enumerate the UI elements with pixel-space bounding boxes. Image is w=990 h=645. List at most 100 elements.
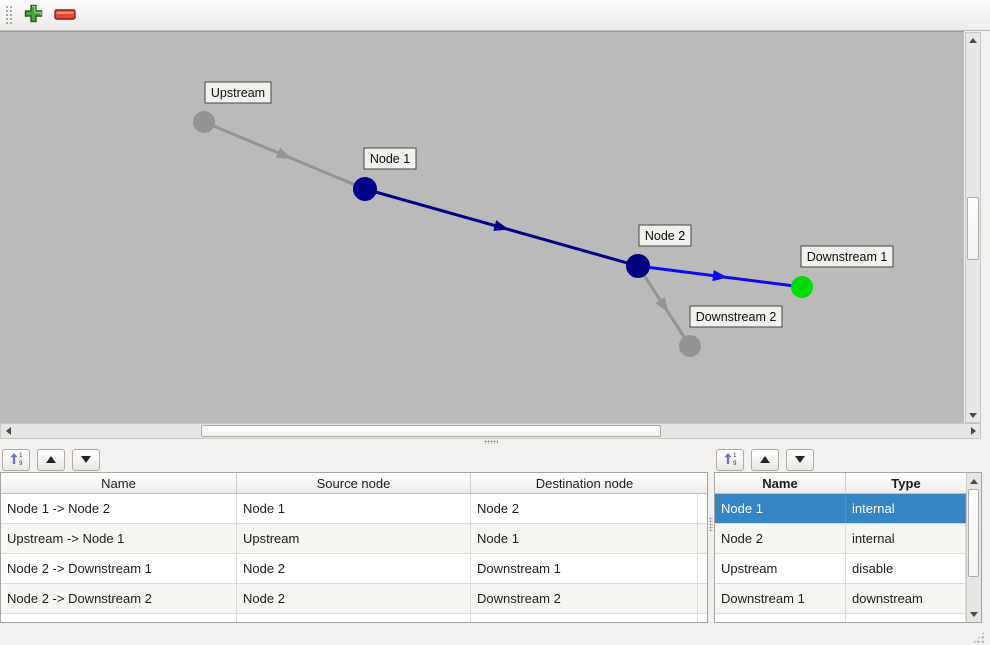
edge-arrow-icon (712, 270, 728, 282)
graph-node-downstream1[interactable] (791, 276, 813, 298)
window-resize-grip[interactable] (972, 631, 985, 644)
vertical-splitter[interactable] (708, 445, 714, 625)
cell-destination[interactable]: Node 1 (471, 524, 698, 553)
up-arrow-icon (760, 456, 770, 463)
graph-horizontal-scrollbar[interactable] (0, 423, 981, 439)
bottom-panel: 1 9 Name Source node Destination node No… (0, 445, 990, 625)
status-strip (0, 625, 990, 645)
edges-table: Name Source node Destination node Node 1… (0, 472, 708, 623)
edges-move-up-button[interactable] (37, 448, 65, 471)
column-header-destination-node[interactable]: Destination node (535, 475, 634, 491)
graph-node-label: Node 1 (370, 152, 410, 166)
plus-icon (24, 4, 43, 26)
cell-name[interactable]: Downstream 1 (715, 584, 846, 613)
table-row[interactable]: Upstream -> Node 1 Upstream Node 1 (1, 524, 707, 554)
edges-pane: 1 9 Name Source node Destination node No… (0, 445, 708, 625)
nodes-move-down-button[interactable] (786, 448, 814, 471)
horizontal-scrollbar-thumb[interactable] (201, 425, 661, 437)
table-row-selected[interactable]: Node 1 internal (715, 494, 981, 524)
vertical-scrollbar-thumb[interactable] (967, 197, 979, 260)
graph-node-node1[interactable] (353, 177, 377, 201)
remove-button[interactable] (52, 2, 78, 28)
cell-source[interactable]: Node 2 (237, 554, 471, 583)
table-row[interactable]: Node 2 -> Downstream 2 Node 2 Downstream… (1, 584, 707, 614)
svg-text:9: 9 (19, 461, 23, 466)
nodes-move-up-button[interactable] (751, 448, 779, 471)
nodes-toolbar: 1 9 (714, 445, 982, 472)
graph-node-label: Downstream 2 (696, 310, 777, 324)
down-arrow-icon (795, 456, 805, 463)
scroll-down-arrow-icon[interactable] (966, 408, 980, 422)
table-row[interactable]: Node 2 -> Downstream 1 Node 2 Downstream… (1, 554, 707, 584)
cell-type[interactable]: internal (846, 524, 966, 553)
cell-source[interactable]: Upstream (237, 524, 471, 553)
edges-toolbar: 1 9 (0, 445, 708, 472)
splitter-grip-icon (709, 517, 713, 531)
nodes-table: Name Type Node 1 internal Node 2 interna… (714, 472, 982, 623)
cell-name[interactable]: Node 2 -> Downstream 2 (1, 584, 237, 613)
cell-name[interactable]: Node 2 -> Downstream 1 (1, 554, 237, 583)
nodes-sort-button[interactable]: 1 9 (716, 448, 744, 471)
table-row[interactable]: Node 1 -> Node 2 Node 1 Node 2 (1, 494, 707, 524)
cell-destination[interactable]: Node 2 (471, 494, 698, 523)
cell-name[interactable]: Node 1 (715, 494, 846, 523)
cell-name[interactable]: Node 1 -> Node 2 (1, 494, 237, 523)
cell-type[interactable]: downstream (846, 584, 966, 613)
cell-destination[interactable]: Downstream 2 (471, 584, 698, 613)
down-arrow-icon (81, 456, 91, 463)
cell-name[interactable]: Node 2 (715, 524, 846, 553)
edge-arrow-icon (493, 220, 510, 231)
column-header-name[interactable]: Name (715, 473, 846, 493)
graph-node-node2[interactable] (626, 254, 650, 278)
graph-node-label: Upstream (211, 86, 265, 100)
column-header-name[interactable]: Name (1, 473, 237, 493)
graph-node-label-box[interactable] (800, 245, 894, 268)
table-row[interactable]: Node 2 internal (715, 524, 981, 554)
up-arrow-icon (46, 456, 56, 463)
graph-node-label: Downstream 1 (807, 250, 888, 264)
svg-text:9: 9 (733, 461, 737, 466)
column-header-source-node[interactable]: Source node (237, 473, 471, 493)
cell-type[interactable]: internal (846, 494, 966, 523)
edge-arrow-icon (655, 297, 669, 313)
edges-move-down-button[interactable] (72, 448, 100, 471)
graph-node-label-box[interactable] (363, 147, 417, 170)
horizontal-splitter[interactable] (0, 439, 990, 445)
nodes-table-scrollbar[interactable] (966, 473, 981, 622)
cell-type[interactable]: disable (846, 554, 966, 583)
main-toolbar (0, 0, 990, 31)
cell-destination[interactable]: Downstream 1 (471, 554, 698, 583)
scroll-up-arrow-icon[interactable] (967, 474, 981, 488)
graph-node-label: Node 2 (645, 229, 685, 243)
svg-text:1: 1 (19, 453, 23, 459)
cell-source[interactable]: Node 1 (237, 494, 471, 523)
scroll-up-arrow-icon[interactable] (966, 33, 980, 47)
add-button[interactable] (20, 2, 46, 28)
edges-sort-button[interactable]: 1 9 (2, 448, 30, 471)
table-row[interactable]: Upstream disable (715, 554, 981, 584)
graph-node-label-box[interactable] (638, 224, 692, 247)
minus-icon (54, 8, 76, 23)
nodes-table-header: Name Type (715, 473, 981, 494)
graph-node-label-box[interactable] (204, 81, 272, 104)
graph-vertical-scrollbar[interactable] (965, 32, 981, 423)
scroll-left-arrow-icon[interactable] (1, 424, 15, 438)
graph-node-downstream2[interactable] (679, 335, 701, 357)
scroll-down-arrow-icon[interactable] (967, 607, 981, 621)
column-header-type[interactable]: Type (891, 475, 921, 491)
sort-ascending-icon: 1 9 (723, 451, 738, 469)
cell-name[interactable]: Upstream -> Node 1 (1, 524, 237, 553)
scroll-right-arrow-icon[interactable] (966, 424, 980, 438)
cell-name[interactable]: Upstream (715, 554, 846, 583)
table-row-empty (1, 614, 707, 622)
edges-table-header: Name Source node Destination node (1, 473, 707, 494)
table-row[interactable]: Downstream 1 downstream (715, 584, 981, 614)
graph-node-label-box[interactable] (689, 305, 783, 328)
cell-source[interactable]: Node 2 (237, 584, 471, 613)
svg-text:1: 1 (733, 453, 737, 459)
graph-node-upstream[interactable] (193, 111, 215, 133)
table-scrollbar-thumb[interactable] (968, 489, 979, 577)
toolbar-grip-handle[interactable] (4, 4, 12, 26)
